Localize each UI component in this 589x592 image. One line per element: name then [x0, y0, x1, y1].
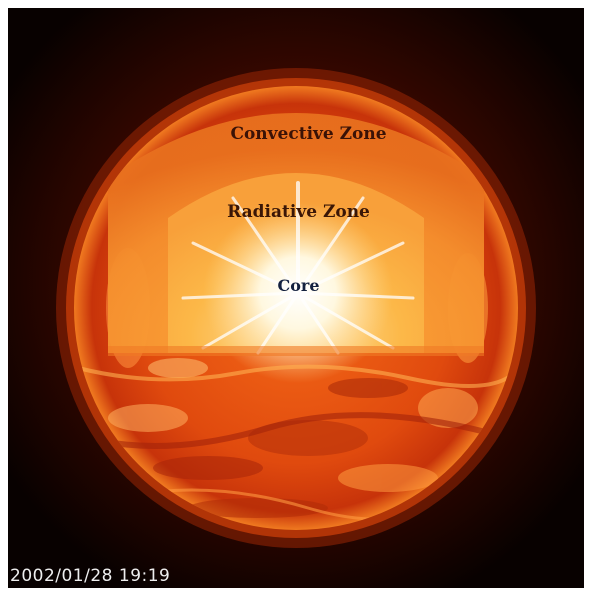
radiative-zone-label: Radiative Zone: [227, 202, 370, 222]
core-label: Core: [277, 276, 320, 295]
core-rays: [181, 181, 415, 355]
sun-cutaway-image: [8, 8, 584, 588]
timestamp: 2002/01/28 19:19: [10, 566, 171, 586]
cutaway-zones: [108, 113, 484, 383]
sun-cutaway-svg: [8, 8, 584, 588]
convective-zone-label: Convective Zone: [230, 124, 387, 144]
